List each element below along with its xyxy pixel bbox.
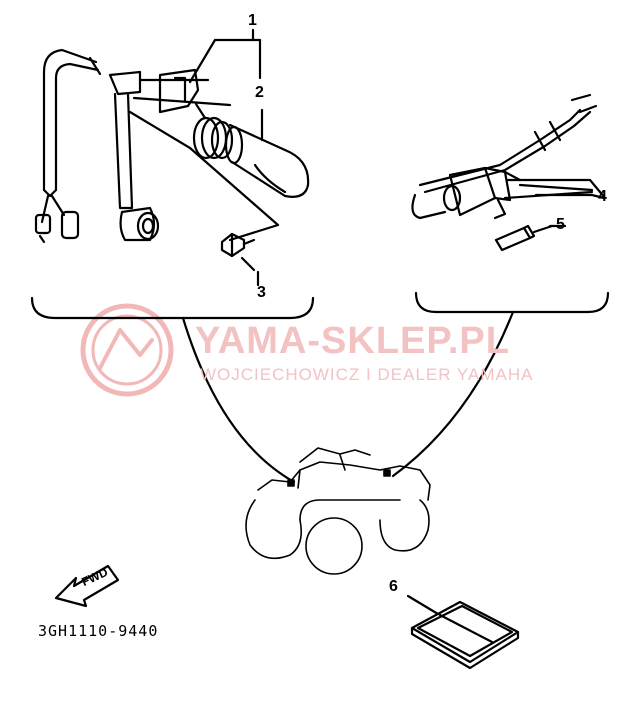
fwd-arrow-icon (54, 564, 120, 608)
atv-outline (245, 447, 431, 575)
bolt (220, 232, 256, 272)
callout-5: 5 (556, 216, 565, 233)
drawing-code: 3GH1110-9440 (38, 622, 159, 640)
callout-1: 1 (248, 12, 257, 29)
left-bracket (30, 296, 315, 320)
motor-body (158, 68, 310, 198)
relay-assembly (411, 93, 607, 220)
leader-line-left (181, 316, 296, 484)
leader-line-right (391, 310, 515, 478)
callout-4: 4 (598, 188, 607, 205)
callout-4-leader (503, 183, 594, 200)
watermark-logo (80, 303, 174, 397)
watermark-title: YAMA-SKLEP.PL (195, 320, 510, 362)
watermark-subtitle: WOJCIECHOWICZ I DEALER YAMAHA (200, 365, 534, 384)
callout-3: 3 (257, 284, 266, 301)
mat-part (410, 600, 520, 670)
fuse (494, 224, 554, 252)
callout-2: 2 (255, 84, 264, 101)
callout-6-leader (406, 594, 440, 616)
callout-1-leader (188, 28, 262, 84)
callout-6: 6 (389, 578, 398, 595)
cable-assembly (34, 48, 102, 244)
right-bracket (414, 291, 610, 314)
